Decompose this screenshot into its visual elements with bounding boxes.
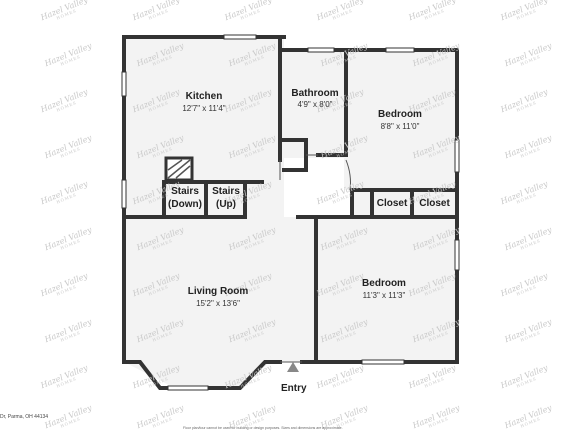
doors — [279, 154, 351, 363]
stairs-up-line1: Stairs — [212, 186, 240, 197]
kitchen-name: Kitchen — [185, 91, 223, 102]
windows — [121, 34, 460, 391]
bedroom2-name: Bedroom — [362, 278, 406, 289]
stairs-down-line2: (Down) — [168, 199, 202, 210]
disclaimer-text: Floor plan/tour cannot be used for build… — [183, 426, 343, 430]
closet2-label: Closet — [419, 198, 450, 209]
bedroom1-name: Bedroom — [378, 109, 422, 120]
bathroom-name: Bathroom — [291, 88, 339, 99]
stairs-up-line2: (Up) — [216, 199, 236, 210]
bedroom1-dim: 8'8" x 11'0" — [380, 122, 420, 131]
entry-label: Entry — [281, 383, 307, 394]
stairs-up-label: Stairs (Up) — [206, 185, 246, 211]
living-room-dim: 15'2" x 13'6" — [196, 299, 240, 308]
entry-arrow — [287, 362, 299, 372]
bathroom-dim: 4'9" x 8'0" — [297, 100, 333, 109]
stairs-down-line1: Stairs — [171, 186, 199, 197]
stairs-down-label: Stairs (Down) — [164, 185, 206, 211]
floor-fill — [124, 37, 457, 388]
closet1-label: Closet — [376, 198, 408, 209]
address-text: Dr, Parma, OH 44134 — [0, 414, 49, 420]
bedroom2-dim: 11'3" x 11'3" — [362, 291, 406, 300]
kitchen-dim: 12'7" x 11'4" — [182, 104, 226, 113]
living-room-name: Living Room — [187, 286, 249, 297]
stair-hatch — [164, 156, 194, 182]
